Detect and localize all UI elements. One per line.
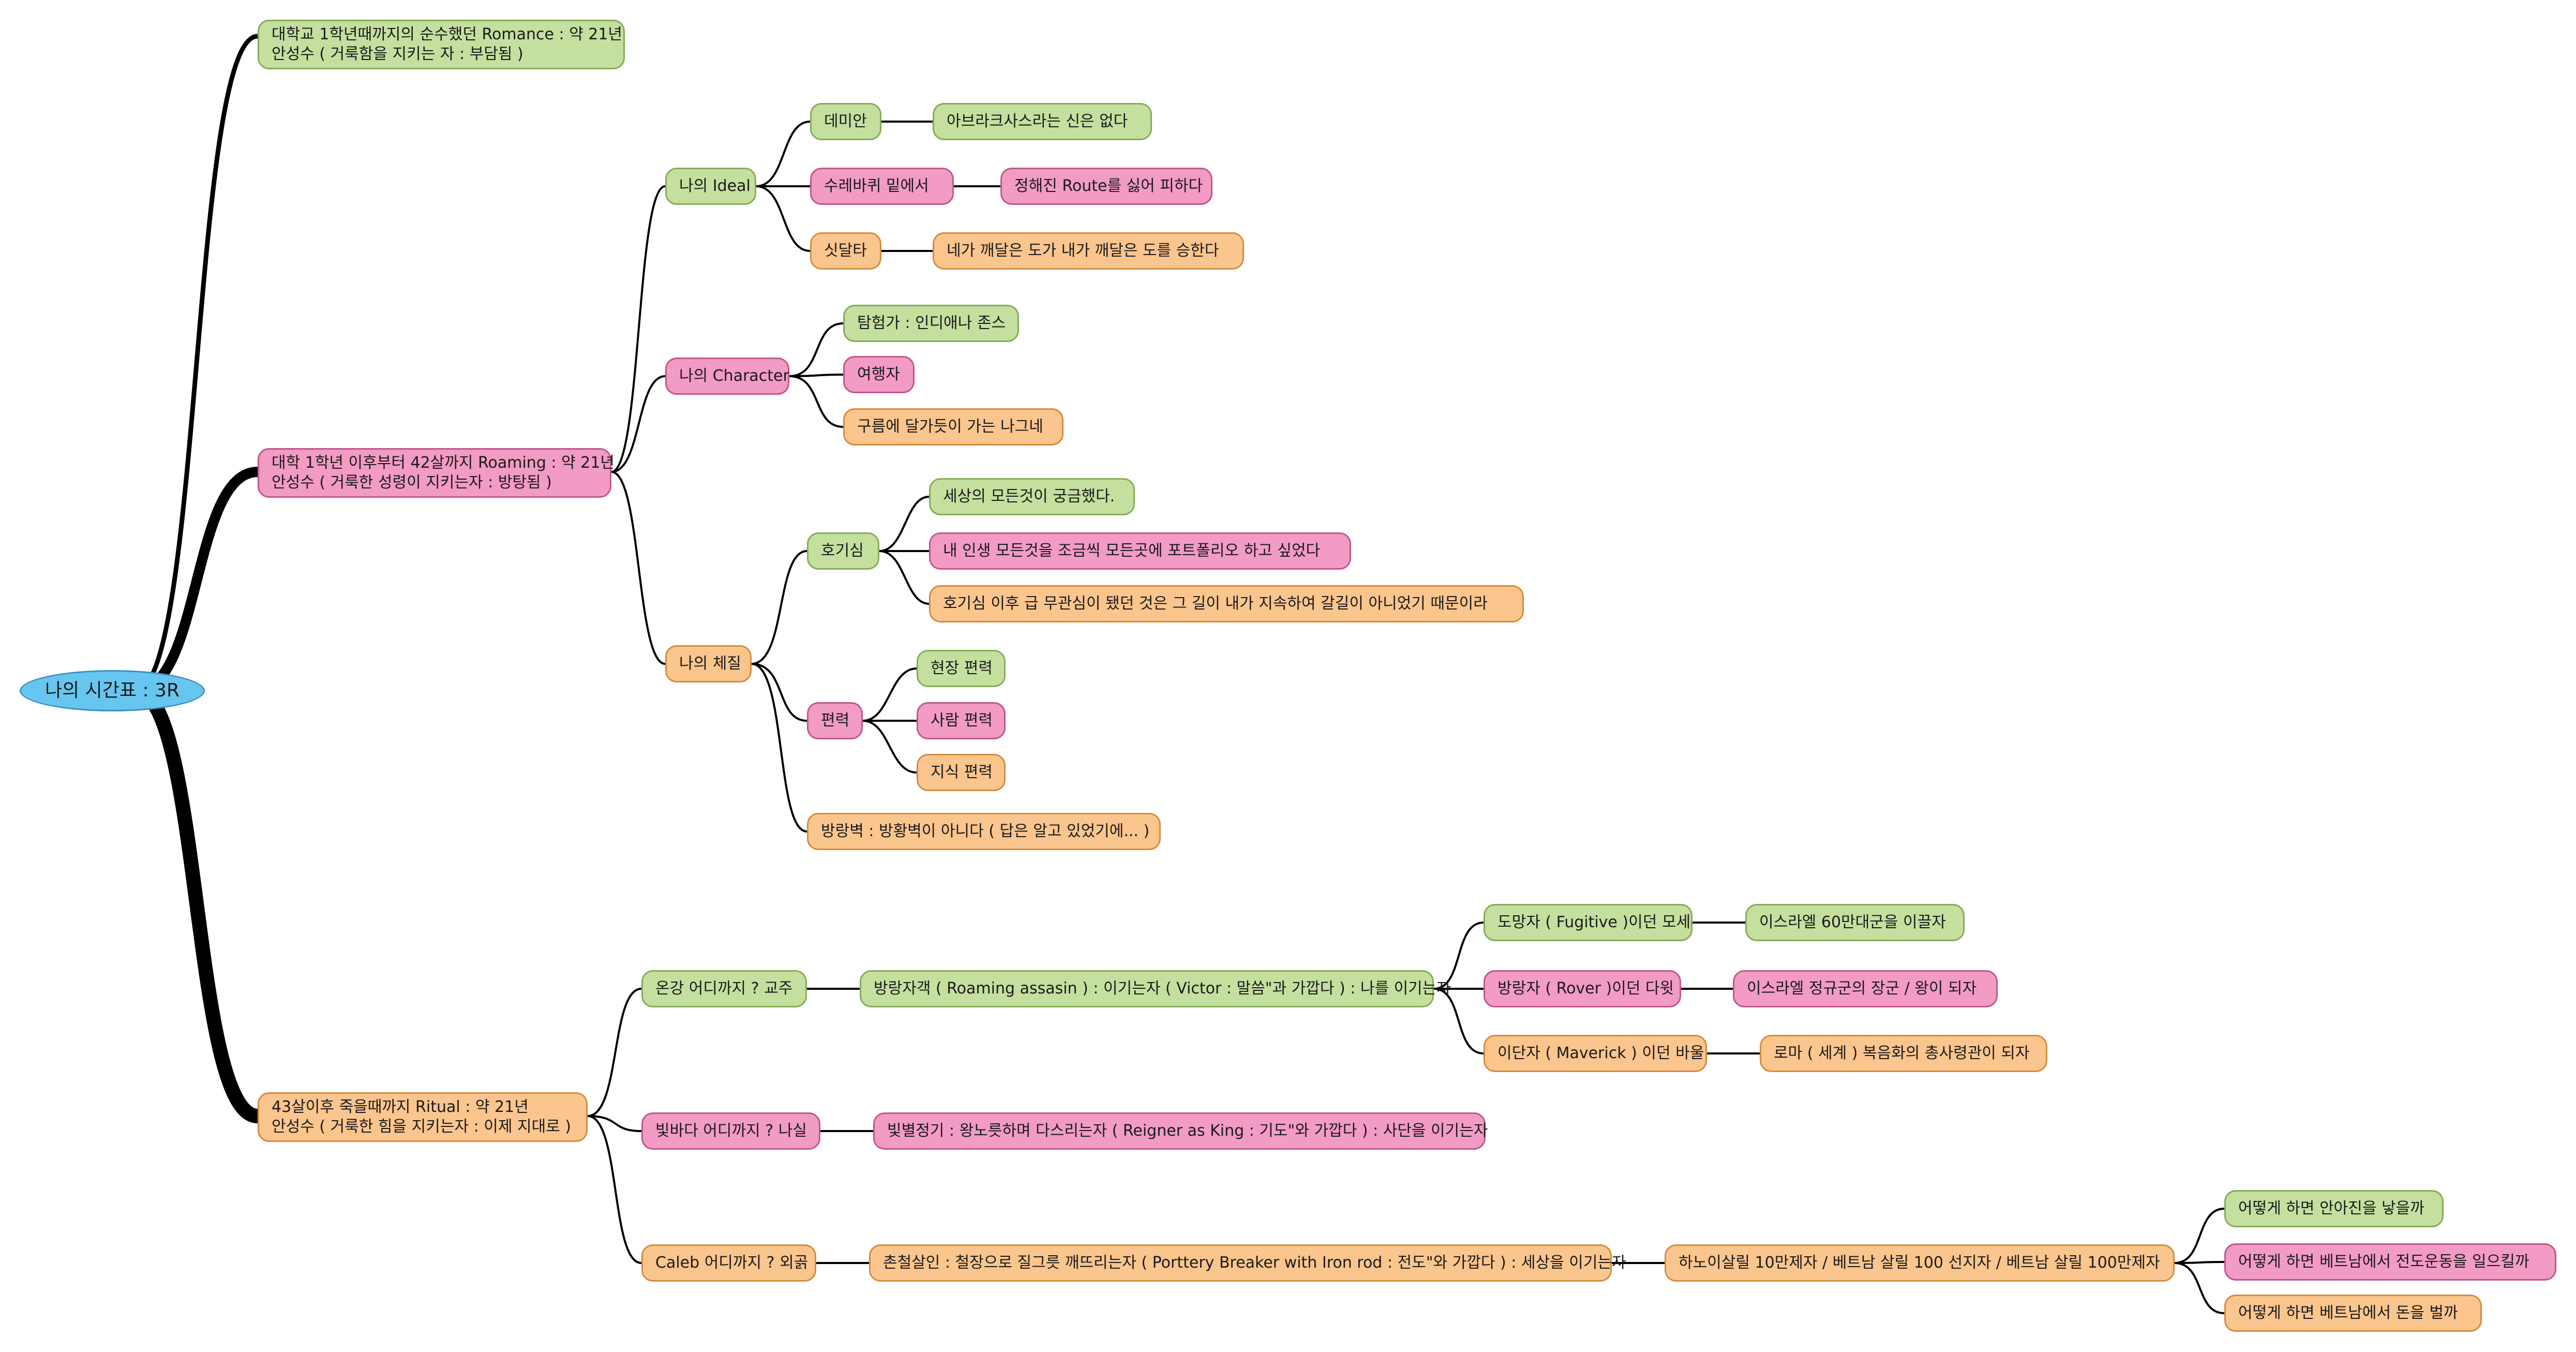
connector	[2174, 1262, 2225, 1314]
connector	[751, 663, 807, 833]
ritual-node[interactable]: 43살이후 죽을때까지 Ritual : 약 21년 안성수 ( 거룩한 힘을 …	[258, 1092, 588, 1142]
roaming-node[interactable]: 대학 1학년 이후부터 42살까지 Roaming : 약 21년 안성수 ( …	[258, 448, 615, 498]
connector	[611, 471, 666, 665]
ideal-node[interactable]: 나의 Ideal	[665, 168, 756, 205]
israel-king-node[interactable]: 이스라엘 정규군의 장군 / 왕이 되자	[1733, 970, 1998, 1007]
connector	[611, 185, 666, 473]
connector	[135, 34, 258, 693]
question-3-node[interactable]: Caleb 어디까지 ? 외곩	[641, 1244, 816, 1282]
connector	[751, 663, 807, 722]
nature-node[interactable]: 나의 체질	[665, 645, 752, 682]
how-2-node[interactable]: 어떻게 하면 베트남에서 전도운동을 일으킬까	[2224, 1243, 2556, 1281]
wheel-node[interactable]: 수레바퀴 밑에서	[810, 168, 954, 205]
connector	[1433, 922, 1484, 990]
connector	[2174, 1261, 2225, 1264]
ritual-line-2: 안성수 ( 거룩한 힘을 지키는자 : 이제 지대로 )	[272, 1118, 572, 1136]
connector	[756, 185, 811, 252]
breaker-node[interactable]: 촌철살인 : 철장으로 질그릇 깨뜨리는자 ( Porttery Breaker…	[869, 1244, 1626, 1282]
connector	[587, 1115, 642, 1264]
connector	[611, 375, 666, 473]
connector	[751, 550, 807, 665]
connector	[862, 667, 917, 722]
connector	[789, 374, 844, 377]
curiosity-node[interactable]: 호기심	[807, 532, 879, 570]
curiosity-item-2[interactable]: 내 인생 모든것을 조금씩 모든곳에 포트폴리오 하고 싶었다	[929, 532, 1351, 570]
curiosity-item-3[interactable]: 호기심 이후 급 무관심이 됐던 것은 그 길이 내가 지속하여 갈길이 아니었…	[929, 585, 1524, 622]
connector	[587, 1115, 642, 1132]
demian-node[interactable]: 데미안	[810, 103, 881, 140]
connector	[1433, 988, 1484, 1054]
curiosity-item-1[interactable]: 세상의 모든것이 궁금했다.	[929, 478, 1135, 515]
rover-node[interactable]: 방랑자 ( Rover )이던 다윗	[1484, 970, 1681, 1007]
romance-line-1: 대학교 1학년때까지의 순수했던 Romance : 약 21년	[272, 25, 623, 43]
romance-node[interactable]: 대학교 1학년때까지의 순수했던 Romance : 약 21년 안성수 ( 거…	[258, 20, 625, 69]
how-1-node[interactable]: 어떻게 하면 안아진을 낳을까	[2224, 1190, 2444, 1227]
root-node[interactable]: 나의 시간표 : 3R	[20, 670, 205, 711]
root-label: 나의 시간표 : 3R	[45, 680, 179, 701]
connector	[756, 121, 811, 187]
ritual-line-1: 43살이후 죽을때까지 Ritual : 약 21년	[272, 1098, 529, 1116]
israel-600k-node[interactable]: 이스라엘 60만대군을 이끌자	[1745, 904, 1965, 941]
connector	[135, 467, 258, 696]
hanoi-node[interactable]: 하노이살릴 10만제자 / 베트남 살릴 100 선지자 / 베트남 살릴 10…	[1665, 1244, 2175, 1282]
roaming-line-1: 대학 1학년 이후부터 42살까지 Roaming : 약 21년	[272, 454, 615, 472]
connector	[789, 322, 844, 377]
abraxas-node[interactable]: 아브라크사스라는 신은 없다	[933, 103, 1152, 140]
siddhartha-node[interactable]: 싯달타	[810, 232, 881, 270]
rome-node[interactable]: 로마 ( 세계 ) 복음화의 총사령관이 되자	[1760, 1035, 2047, 1072]
connector	[789, 375, 844, 428]
connector	[2174, 1208, 2225, 1264]
connector	[879, 496, 930, 552]
route-node[interactable]: 정해진 Route를 싫어 피하다	[1000, 168, 1212, 205]
assassin-node[interactable]: 방랑자객 ( Roaming assasin ) : 이기는자 ( Victor…	[860, 970, 1451, 1007]
explorer-node[interactable]: 탐험가 : 인디애나 존스	[843, 305, 1019, 342]
siddhartha-quote-node[interactable]: 네가 깨달은 도가 내가 깨달은 도를 승한다	[933, 232, 1244, 270]
romance-line-2: 안성수 ( 거룩함을 지키는 자 : 부담됨 )	[272, 45, 523, 63]
bias-item-1[interactable]: 현장 편력	[917, 650, 1006, 687]
cloud-node[interactable]: 구름에 달가듯이 가는 나그네	[843, 408, 1064, 445]
traveler-node[interactable]: 여행자	[843, 356, 915, 393]
bias-item-2[interactable]: 사람 편력	[917, 702, 1006, 739]
connector	[587, 988, 642, 1117]
fugitive-node[interactable]: 도망자 ( Fugitive )이던 모세	[1484, 904, 1693, 941]
character-node[interactable]: 나의 Character	[665, 358, 789, 395]
roaming-line-2: 안성수 ( 거룩한 성령이 지키는자 : 방탕됨 )	[272, 473, 552, 492]
bias-item-3[interactable]: 지식 편력	[917, 754, 1006, 791]
question-1-node[interactable]: 온강 어디까지 ? 교주	[641, 970, 807, 1007]
bias-node[interactable]: 편력	[807, 702, 863, 739]
how-3-node[interactable]: 어떻게 하면 베트남에서 돈을 벌까	[2224, 1295, 2482, 1332]
connector	[862, 720, 917, 774]
wander-node[interactable]: 방랑벽 : 방황벽이 아니다 ( 답은 알고 있었기에... )	[807, 813, 1161, 850]
question-2-node[interactable]: 빛바다 어디까지 ? 나실	[641, 1112, 820, 1150]
connector	[879, 550, 930, 605]
maverick-node[interactable]: 이단자 ( Maverick ) 이던 바울	[1484, 1035, 1707, 1072]
reigner-node[interactable]: 빛별정기 : 왕노릇하며 다스리는자 ( Reigner as King : 기…	[873, 1112, 1488, 1150]
connector	[134, 684, 259, 1123]
